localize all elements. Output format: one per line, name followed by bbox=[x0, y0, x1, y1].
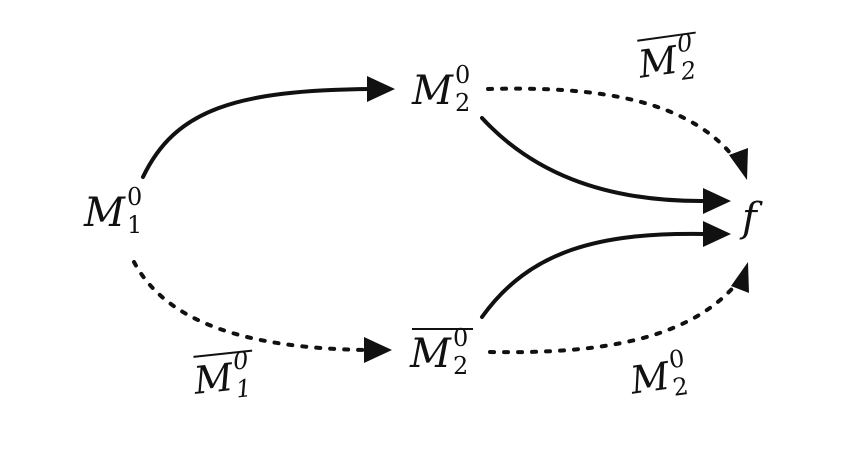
node-m1-sub: 1 bbox=[126, 211, 143, 239]
edge-label-top-right-sup: 0 bbox=[675, 28, 695, 59]
node-m1-base: M bbox=[84, 190, 125, 236]
node-f-base: f bbox=[742, 195, 757, 241]
edge-m2bar-to-f-dotted bbox=[488, 280, 740, 355]
edge-label-bottom-right-sub: 2 bbox=[671, 372, 691, 402]
arrowhead-m2-to-f-dotted bbox=[729, 148, 748, 180]
node-m2-top-sup: 0 bbox=[454, 61, 471, 89]
arrowhead-m1-to-m2 bbox=[367, 76, 395, 102]
node-m1-sup: 0 bbox=[126, 183, 143, 211]
arrowhead-m2-to-f-solid bbox=[703, 188, 731, 214]
arrowhead-m2bar-to-f-dotted bbox=[731, 262, 749, 293]
edge-label-bottom-left-sup: 0 bbox=[231, 346, 250, 376]
edge-m2-to-f-solid bbox=[480, 116, 708, 204]
edge-label-top-right-sub: 2 bbox=[679, 56, 699, 86]
node-m2-bar-sup: 0 bbox=[452, 324, 469, 352]
node-m2-top-sub: 2 bbox=[454, 89, 471, 117]
edge-label-bottom-left-sub: 1 bbox=[234, 374, 253, 404]
edge-label-bottom-left-base: M bbox=[191, 354, 235, 403]
node-m2-bar-overline bbox=[412, 328, 473, 330]
edge-m1-to-m2bar-dotted bbox=[132, 260, 368, 352]
edge-label-bottom-right-sup: 0 bbox=[667, 344, 687, 375]
node-f: f bbox=[742, 198, 757, 238]
node-m2-top-base: M bbox=[412, 68, 453, 114]
edge-label-top-right-base: M bbox=[635, 37, 681, 87]
arrowhead-m2bar-to-f-solid bbox=[703, 221, 731, 247]
node-m2-bar-sub: 2 bbox=[452, 352, 469, 380]
edge-m1-to-m2-solid bbox=[141, 87, 374, 179]
edge-m2bar-to-f-solid bbox=[480, 231, 708, 319]
edge-m2-to-f-dotted bbox=[486, 86, 738, 162]
edge-label-bottom-right-base: M bbox=[627, 353, 673, 403]
arrowhead-m1-to-m2bar-dotted bbox=[364, 337, 392, 363]
node-m2-bar-base: M bbox=[410, 331, 451, 377]
